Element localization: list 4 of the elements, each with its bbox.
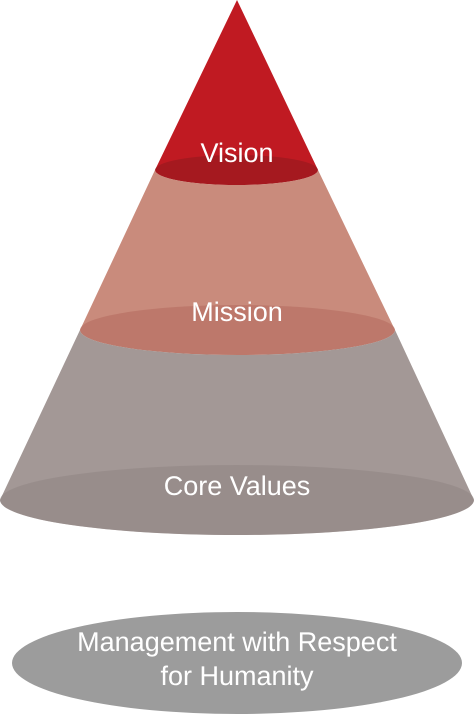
level-label: Management with Respect for Humanity bbox=[76, 626, 398, 693]
level-label: Mission bbox=[191, 296, 283, 329]
level-label: Vision bbox=[200, 137, 274, 170]
level-label: Core Values bbox=[164, 470, 310, 503]
